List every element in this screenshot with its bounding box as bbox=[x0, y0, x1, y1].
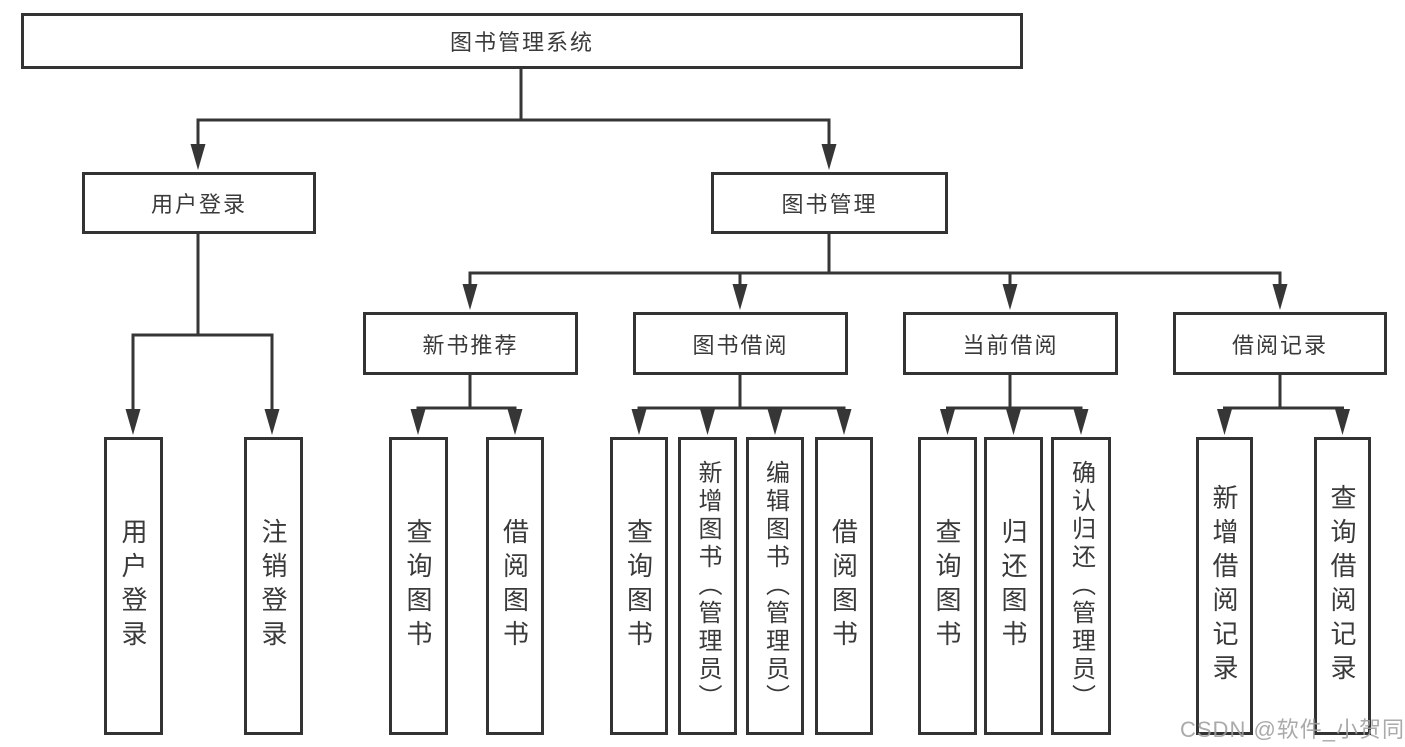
node-label: 当前借阅 bbox=[962, 332, 1059, 358]
arrowhead-icon bbox=[507, 409, 523, 435]
arrowhead-icon bbox=[1335, 409, 1350, 435]
node-book-management: 图书管理 bbox=[711, 172, 948, 234]
arrowhead-icon bbox=[767, 409, 783, 435]
arrowhead-icon bbox=[631, 409, 647, 435]
arrowhead-icon bbox=[732, 284, 748, 310]
node-leaf-query-books-1: 查询图书 bbox=[389, 437, 448, 735]
node-current-borrowing: 当前借阅 bbox=[903, 312, 1118, 375]
node-label: 新增图书（管理员） bbox=[694, 460, 721, 712]
arrowhead-icon bbox=[836, 409, 852, 435]
node-label: 确认归还（管理员） bbox=[1067, 460, 1095, 712]
node-library-management-system: 图书管理系统 bbox=[21, 13, 1023, 69]
arrowhead-icon bbox=[462, 284, 478, 310]
node-label: 编辑图书（管理员） bbox=[761, 460, 789, 712]
arrowhead-icon bbox=[1272, 284, 1288, 310]
node-user-login-group: 用户登录 bbox=[82, 172, 316, 234]
node-leaf-query-borrow-record: 查询借阅记录 bbox=[1314, 437, 1371, 735]
node-label: 图书管理 bbox=[781, 192, 878, 217]
node-leaf-borrow-books-1: 借阅图书 bbox=[486, 437, 544, 735]
watermark: CSDN @软件_小贺同学 bbox=[1180, 717, 1405, 742]
arrowhead-icon bbox=[264, 409, 280, 435]
node-label: 归还图书 bbox=[998, 518, 1028, 654]
node-leaf-logout: 注销登录 bbox=[244, 437, 303, 735]
arrowhead-icon bbox=[125, 409, 141, 435]
node-leaf-return-books: 归还图书 bbox=[984, 437, 1043, 735]
node-label: 用户登录 bbox=[118, 518, 148, 654]
node-label: 注销登录 bbox=[258, 518, 288, 654]
node-label: 图书管理系统 bbox=[449, 30, 594, 55]
node-label: 借阅记录 bbox=[1231, 332, 1328, 358]
node-label: 用户登录 bbox=[150, 192, 247, 217]
arrowhead-icon bbox=[410, 409, 426, 435]
arrowhead-icon bbox=[700, 409, 715, 435]
arrowhead-icon bbox=[1006, 409, 1021, 435]
node-leaf-query-books-3: 查询图书 bbox=[918, 437, 977, 735]
node-label: 图书借阅 bbox=[692, 332, 789, 358]
node-leaf-confirm-return-admin: 确认归还（管理员） bbox=[1051, 437, 1111, 735]
node-book-borrowing: 图书借阅 bbox=[633, 312, 848, 375]
node-label: 查询图书 bbox=[403, 518, 433, 654]
arrowhead-icon bbox=[190, 144, 206, 170]
node-new-book-recommendation: 新书推荐 bbox=[363, 312, 578, 375]
arrowhead-icon bbox=[1217, 409, 1232, 435]
node-leaf-borrow-books-2: 借阅图书 bbox=[815, 437, 873, 735]
node-label: 查询图书 bbox=[623, 518, 654, 654]
node-borrowing-records: 借阅记录 bbox=[1173, 312, 1387, 375]
node-label: 新增借阅记录 bbox=[1209, 484, 1239, 688]
node-label: 借阅图书 bbox=[828, 518, 859, 654]
arrowhead-icon bbox=[1073, 409, 1089, 435]
arrowhead-icon bbox=[821, 144, 837, 170]
node-label: 查询图书 bbox=[932, 518, 962, 654]
node-leaf-add-books-admin: 新增图书（管理员） bbox=[678, 437, 737, 735]
node-leaf-query-books-2: 查询图书 bbox=[610, 437, 668, 735]
arrowhead-icon bbox=[940, 409, 955, 435]
node-leaf-user-login: 用户登录 bbox=[104, 437, 163, 735]
node-label: 借阅图书 bbox=[499, 518, 530, 654]
node-label: 查询借阅记录 bbox=[1327, 484, 1357, 688]
node-leaf-add-borrow-record: 新增借阅记录 bbox=[1196, 437, 1253, 735]
node-label: 新书推荐 bbox=[422, 332, 519, 358]
arrowhead-icon bbox=[1002, 284, 1018, 310]
node-leaf-edit-books-admin: 编辑图书（管理员） bbox=[746, 437, 804, 735]
